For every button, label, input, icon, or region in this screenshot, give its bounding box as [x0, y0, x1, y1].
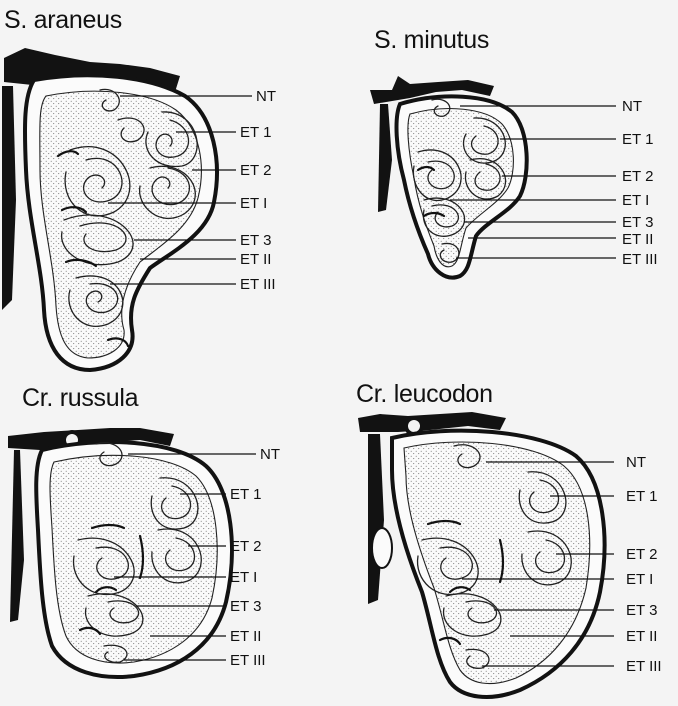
section-cr-russula [8, 428, 256, 677]
label-et-3: ET 3 [230, 599, 261, 614]
label-et-2: ET 2 [622, 169, 653, 184]
septum-strip [378, 104, 392, 212]
section-cr-leucodon [358, 412, 614, 697]
label-et-2: ET 2 [230, 539, 261, 554]
label-et-i: ET I [230, 570, 257, 585]
septum-strip [10, 450, 24, 622]
label-et-iii: ET III [240, 277, 276, 292]
bone-plate [358, 412, 506, 432]
label-nt: NT [626, 455, 646, 470]
panel-title-cr-leucodon: Cr. leucodon [356, 380, 493, 409]
label-et-ii: ET II [622, 232, 653, 247]
label-et-iii: ET III [230, 653, 266, 668]
label-et-2: ET 2 [240, 163, 271, 178]
label-et-3: ET 3 [622, 215, 653, 230]
label-et-i: ET I [626, 572, 653, 587]
label-nt: NT [256, 89, 276, 104]
label-et-iii: ET III [622, 252, 658, 267]
label-et-ii: ET II [230, 629, 261, 644]
panel-title-s-araneus: S. araneus [4, 6, 122, 35]
label-nt: NT [260, 447, 280, 462]
label-et-2: ET 2 [626, 547, 657, 562]
label-et-1: ET 1 [622, 132, 653, 147]
label-nt: NT [622, 99, 642, 114]
label-et-ii: ET II [240, 252, 271, 267]
label-et-ii: ET II [626, 629, 657, 644]
label-et-i: ET I [240, 196, 267, 211]
label-et-3: ET 3 [626, 603, 657, 618]
section-s-minutus [370, 76, 616, 278]
label-et-i: ET I [622, 193, 649, 208]
label-et-3: ET 3 [240, 233, 271, 248]
label-et-1: ET 1 [240, 125, 271, 140]
panel-title-s-minutus: S. minutus [374, 26, 489, 55]
septum-strip [368, 434, 384, 604]
section-s-araneus [2, 48, 252, 370]
label-et-1: ET 1 [230, 487, 261, 502]
septum-strip [2, 86, 16, 310]
panel-title-cr-russula: Cr. russula [22, 384, 138, 413]
septal-cartilage [372, 528, 392, 568]
label-et-1: ET 1 [626, 489, 657, 504]
label-et-iii: ET III [626, 659, 662, 674]
